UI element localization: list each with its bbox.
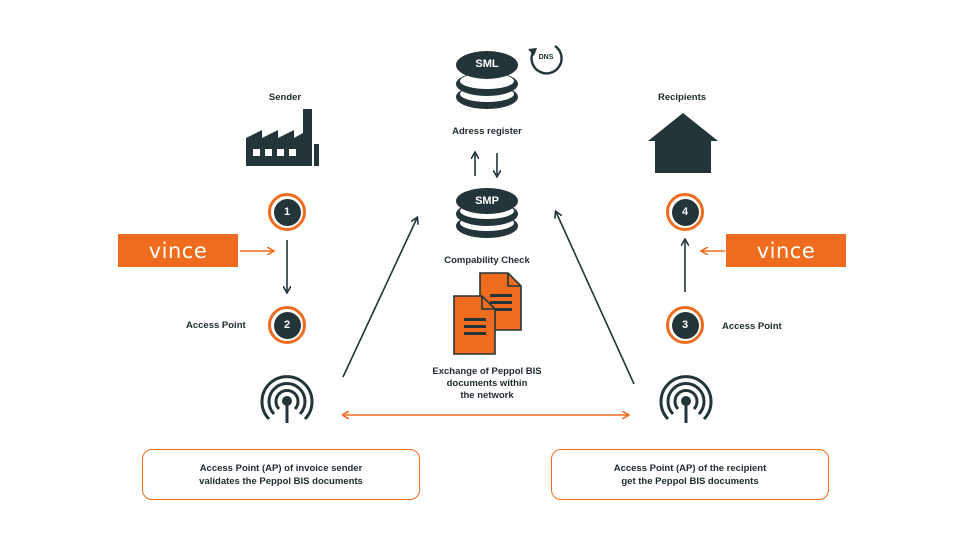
sml-label: SML <box>475 58 499 70</box>
arrow-diagonal-left <box>342 218 417 378</box>
smp-database-icon <box>456 188 518 238</box>
recipients-label: Recipients <box>657 92 707 103</box>
sender-ap-line-1: Access Point (AP) of invoice sender <box>199 462 363 474</box>
access-point-left-label: Access Point <box>186 320 246 331</box>
access-point-signal-icon-left <box>260 375 314 423</box>
smp-caption: Compability Check <box>444 255 530 266</box>
documents-caption-line-3: the network <box>460 390 514 401</box>
recipient-ap-line-2: get the Peppol BIS documents <box>621 475 759 487</box>
vince-logo-right: vince <box>726 234 846 267</box>
access-point-right-label: Access Point <box>722 321 782 332</box>
step-4-circle: 4 <box>666 193 704 231</box>
house-icon <box>648 113 718 173</box>
recipient-ap-line-1: Access Point (AP) of the recipient <box>613 462 767 474</box>
dns-label: DNS <box>538 54 554 61</box>
arrow-diagonal-right <box>556 212 635 385</box>
step-4-number: 4 <box>671 198 699 226</box>
step-3-number: 3 <box>671 311 699 339</box>
access-point-signal-icon-right <box>659 375 713 423</box>
dns-refresh-icon <box>528 45 563 75</box>
sender-ap-line-2: validates the Peppol BIS documents <box>199 475 363 487</box>
documents-icon <box>453 272 522 355</box>
sml-caption: Adress register <box>452 126 522 137</box>
documents-caption: Exchange of Peppol BIS documents within … <box>432 366 541 402</box>
factory-icon <box>246 109 319 166</box>
step-2-number: 2 <box>273 311 301 339</box>
vince-logo-left: vince <box>118 234 238 267</box>
sender-ap-description-box: Access Point (AP) of invoice sender vali… <box>142 449 420 500</box>
documents-caption-line-2: documents within <box>446 378 528 389</box>
step-1-number: 1 <box>273 198 301 226</box>
step-1-circle: 1 <box>268 193 306 231</box>
step-3-circle: 3 <box>666 306 704 344</box>
documents-caption-line-1: Exchange of Peppol BIS <box>432 366 542 377</box>
step-2-circle: 2 <box>268 306 306 344</box>
smp-label: SMP <box>475 195 499 207</box>
sml-database-icon <box>456 51 518 109</box>
sender-label: Sender <box>268 92 302 103</box>
recipient-ap-description-box: Access Point (AP) of the recipient get t… <box>551 449 829 500</box>
